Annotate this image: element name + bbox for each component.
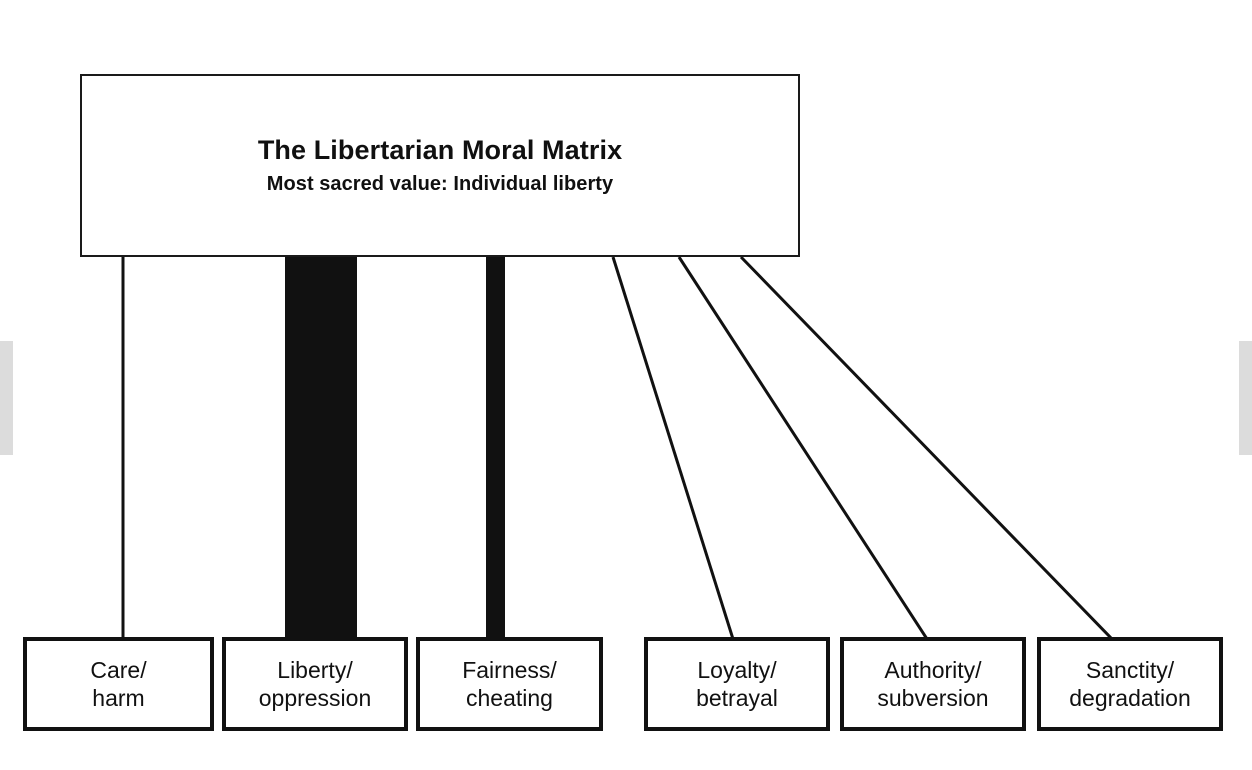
- connector-liberty: [285, 257, 357, 639]
- foundation-box-fairness-cheating[interactable]: Fairness/cheating: [416, 637, 603, 731]
- foundation-label-primary: Loyalty/: [697, 656, 777, 683]
- foundation-label-primary: Fairness/: [462, 656, 557, 683]
- foundation-label-secondary: harm: [92, 685, 145, 711]
- connector-loyalty: [611, 256, 735, 640]
- matrix-title: The Libertarian Moral Matrix: [257, 135, 623, 166]
- foundation-label-primary: Sanctity/: [1085, 656, 1175, 683]
- foundation-label-primary: Authority/: [884, 656, 982, 683]
- right-edge-artifact: [1239, 341, 1252, 455]
- foundation-box-loyalty-betrayal[interactable]: Loyalty/betrayal: [644, 637, 830, 731]
- foundation-box-care-harm[interactable]: Care/harm: [23, 637, 214, 731]
- foundation-label-secondary: subversion: [877, 685, 989, 711]
- matrix-title-box: The Libertarian Moral Matrix Most sacred…: [80, 74, 800, 257]
- foundation-box-sanctity-degradation[interactable]: Sanctity/degradation: [1037, 637, 1223, 731]
- connector-authority: [677, 256, 929, 640]
- foundation-label-secondary: betrayal: [696, 685, 778, 711]
- foundation-label-primary: Liberty/: [277, 656, 353, 683]
- foundation-label-secondary: degradation: [1069, 685, 1191, 711]
- foundation-box-liberty-oppression[interactable]: Liberty/oppression: [222, 637, 408, 731]
- foundation-label-secondary: oppression: [258, 685, 372, 711]
- connector-sanctity: [739, 255, 1114, 641]
- matrix-subtitle: Most sacred value: Individual liberty: [266, 172, 614, 195]
- left-edge-artifact: [0, 341, 13, 455]
- connector-fairness: [486, 257, 505, 639]
- foundation-label-secondary: cheating: [466, 685, 553, 711]
- foundation-box-authority-subversion[interactable]: Authority/subversion: [840, 637, 1026, 731]
- foundation-label-primary: Care/: [90, 656, 147, 683]
